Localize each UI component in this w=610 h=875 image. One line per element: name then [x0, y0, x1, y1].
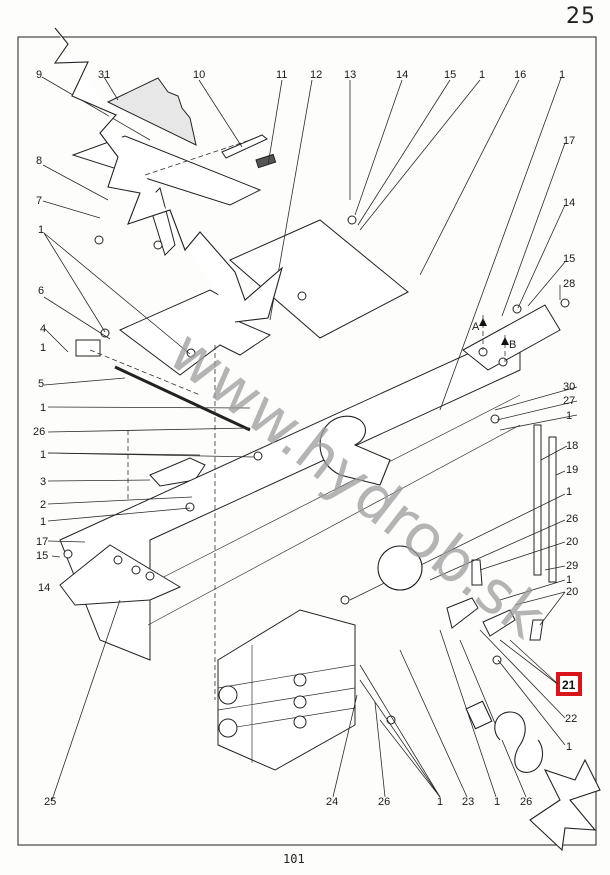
diagram-frame: [17, 36, 597, 846]
callout-1-right-d[interactable]: 1: [566, 741, 572, 753]
foam-pad: [106, 77, 197, 146]
arrow-b-glyph: [501, 337, 509, 345]
callout-22[interactable]: 22: [565, 713, 577, 725]
leader-lines: [41, 76, 578, 801]
callout-23[interactable]: 23: [462, 796, 474, 808]
callout-26-bottom-b[interactable]: 26: [520, 796, 532, 808]
arrow-a-glyph: [479, 318, 487, 326]
callout-11[interactable]: 11: [276, 69, 287, 81]
callout-9[interactable]: 9: [36, 69, 42, 81]
link-plate-a: [446, 597, 479, 629]
callout-18[interactable]: 18: [566, 440, 578, 452]
callout-1-bottom-a[interactable]: 1: [437, 796, 443, 808]
callout-1-right-a[interactable]: 1: [566, 410, 572, 422]
callout-20-right-a[interactable]: 20: [566, 536, 578, 548]
callout-2[interactable]: 2: [40, 499, 46, 511]
callout-20-right-b[interactable]: 20: [566, 586, 578, 598]
pivot-hole: [153, 240, 163, 250]
callout-6[interactable]: 6: [38, 285, 44, 297]
callout-14-left[interactable]: 14: [38, 582, 50, 594]
watermark-letter-o: [377, 545, 423, 591]
parts-layer: [59, 77, 570, 771]
page-number-top: 25: [566, 4, 596, 29]
tie-rod-19: [548, 436, 557, 583]
callout-1-left-d[interactable]: 1: [40, 449, 46, 461]
watermark-dot: [465, 700, 493, 730]
callout-15-right[interactable]: 15: [563, 253, 575, 265]
ball-joint-upper: [471, 559, 483, 586]
callout-26-bottom-a[interactable]: 26: [378, 796, 390, 808]
watermark-outline: [53, 27, 601, 852]
callout-19[interactable]: 19: [566, 464, 578, 476]
arrow-label-b: B: [509, 339, 516, 351]
callout-1-left-b[interactable]: 1: [40, 342, 46, 354]
highlighted-callout-21[interactable]: 21: [509, 639, 582, 696]
link-plate-b: [482, 609, 516, 637]
end-bracket: [59, 544, 182, 606]
callout-1-top-a[interactable]: 1: [479, 69, 485, 81]
platform-plate: [229, 219, 409, 339]
bolt-11: [255, 153, 277, 169]
watermark-letter-d: [319, 415, 391, 486]
block-6: [75, 339, 101, 357]
callout-14-right[interactable]: 14: [563, 197, 575, 209]
callout-1-right-b[interactable]: 1: [566, 486, 572, 498]
watermark-zigzag-w: [53, 27, 284, 323]
callout-1-top-b[interactable]: 1: [559, 69, 565, 81]
callout-29[interactable]: 29: [566, 560, 578, 572]
callout-7[interactable]: 7: [36, 195, 42, 207]
pin-10: [221, 134, 268, 159]
cam-plate-3: [149, 457, 206, 487]
callout-12[interactable]: 12: [310, 69, 322, 81]
callout-13[interactable]: 13: [344, 69, 356, 81]
control-rod-5: [114, 365, 251, 432]
page-number-bottom: 101: [283, 852, 305, 866]
callout-3[interactable]: 3: [40, 476, 46, 488]
callout-24[interactable]: 24: [326, 796, 338, 808]
callout-28[interactable]: 28: [563, 278, 575, 290]
tie-rod-18: [533, 424, 542, 576]
watermark-letter-s: [494, 711, 544, 773]
hydraulic-valve-block: [217, 609, 356, 771]
callout-8[interactable]: 8: [36, 155, 42, 167]
highlighted-callout-21-label[interactable]: 21: [562, 678, 576, 692]
callout-1-right-c[interactable]: 1: [566, 574, 572, 586]
callout-17-right[interactable]: 17: [563, 135, 575, 147]
callout-14-top[interactable]: 14: [396, 69, 408, 81]
callout-10[interactable]: 10: [193, 69, 205, 81]
top-right-bracket: [462, 304, 561, 371]
callout-31[interactable]: 31: [98, 69, 110, 81]
callout-labels: 9 31 10 11 12 13 14 15 1 16 1 8 7 1 17 1…: [33, 69, 578, 808]
callout-4[interactable]: 4: [40, 323, 46, 335]
callout-17-left[interactable]: 17: [36, 536, 48, 548]
callout-25[interactable]: 25: [44, 796, 56, 808]
arrow-label-a: A: [472, 321, 480, 333]
callout-27[interactable]: 27: [563, 395, 575, 407]
callout-5[interactable]: 5: [38, 378, 44, 390]
ball-joint-lower: [529, 619, 544, 641]
watermark-letter-k: [529, 758, 601, 852]
callout-26-left[interactable]: 26: [33, 426, 45, 438]
callout-1-left-e[interactable]: 1: [40, 516, 46, 528]
callout-16[interactable]: 16: [514, 69, 526, 81]
callout-30[interactable]: 30: [563, 381, 575, 393]
callout-1-left-c[interactable]: 1: [40, 402, 46, 414]
callout-1-bottom-b[interactable]: 1: [494, 796, 500, 808]
callout-1-left-a[interactable]: 1: [38, 224, 44, 236]
callout-15-left[interactable]: 15: [36, 550, 48, 562]
callout-15-top[interactable]: 15: [444, 69, 456, 81]
callout-26-right[interactable]: 26: [566, 513, 578, 525]
